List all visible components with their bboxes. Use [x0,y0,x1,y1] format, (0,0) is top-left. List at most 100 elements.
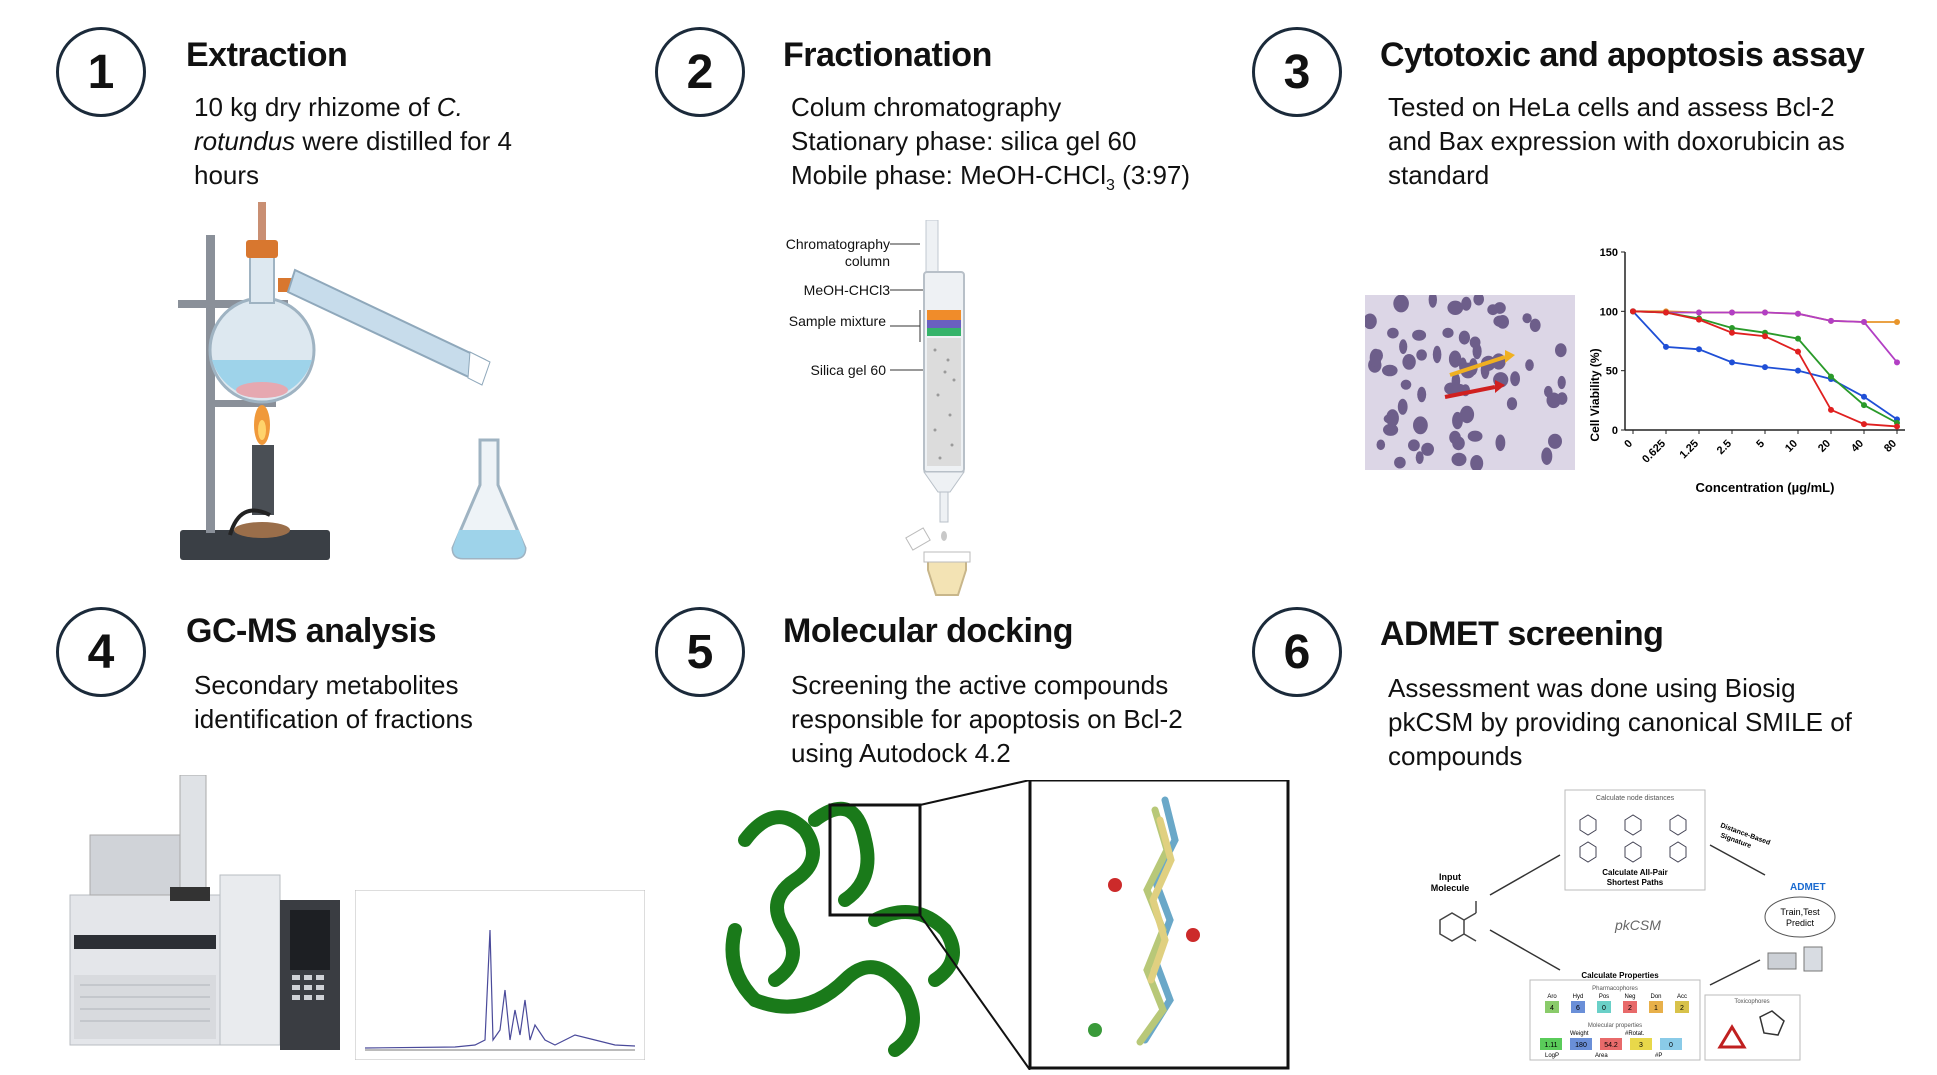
chart-ylabel: Cell Viability (%) [1588,348,1602,441]
step-desc-1: 10 kg dry rhizome of C. rotundus were di… [194,92,512,190]
cell-nucleus [1382,364,1398,377]
pharma-cell [1649,1001,1663,1013]
chart-x-tick-label: 80 [1882,438,1899,455]
chart-point [1861,319,1867,326]
step-title-2: Fractionation [783,36,992,74]
chart-point [1729,324,1735,331]
cell-nucleus [1448,350,1462,368]
label-meoh: MeOH-CHCl3 [803,282,890,298]
pharma-head: Don [1650,994,1661,1000]
cell-nucleus [1447,300,1464,315]
step-title-3: Cytotoxic and apoptosis assay [1380,36,1865,74]
cell-nucleus [1428,295,1437,308]
cell-nucleus [1412,329,1427,341]
step-desc-6: Assessment was done using Biosig pkCSM b… [1388,673,1852,771]
pkcsm-node-dist: Calculate node distances [1596,795,1675,802]
chart-xlabel: Concentration (µg/mL) [1696,480,1835,495]
cell-nucleus [1470,455,1484,470]
chart-y-tick-label: 150 [1600,247,1618,259]
step-number-3: 3 [1252,27,1342,117]
chart-point [1762,364,1768,371]
chart-y-tick-label: 50 [1606,366,1618,378]
cell-nucleus [1416,349,1427,361]
molecular-docking-illustration [725,780,1290,1070]
label-sample-mixture: Sample mixture [788,313,886,329]
cell-nucleus [1506,397,1518,411]
step-number-4: 4 [56,607,146,697]
chart-x-tick-label: 5 [1754,438,1767,451]
chart-point [1630,308,1636,315]
cell-viability-chart: Cell Viability (%) Concentration (µg/mL)… [1588,247,1905,495]
cell-nucleus [1541,447,1553,465]
chart-point [1828,373,1834,380]
pkcsm-toxico-title: Toxicophores [1734,999,1769,1005]
cell-nucleus [1555,343,1567,358]
pharma-head: Hyd [1573,994,1584,1000]
pkcsm-workflow-diagram: Input Molecule Calculate node distances … [1431,789,1836,1061]
hela-cells-micrograph [1365,295,1575,470]
pharma-value: 2 [1680,1005,1684,1012]
pkcsm-train-2: Predict [1786,918,1815,928]
cell-nucleus [1461,296,1472,311]
step-number-6: 6 [1252,607,1342,697]
cell-nucleus [1548,433,1562,449]
cell-nucleus [1451,452,1467,467]
pharma-cell [1545,1001,1559,1013]
mol-prop-value: 54.2 [1604,1042,1618,1049]
pkcsm-logo: pkCSM [1614,917,1661,933]
mol-prop-value: 1.11 [1544,1042,1557,1049]
pharma-value: 0 [1602,1005,1606,1012]
chart-x-tick-label: 0.625 [1640,438,1668,466]
pharma-cell [1597,1001,1611,1013]
cell-nucleus [1493,315,1507,327]
cell-nucleus [1487,304,1499,316]
chart-point [1729,359,1735,366]
step-desc-4: Secondary metabolites identification of … [194,670,473,734]
cell-nucleus [1387,327,1399,339]
chart-x-tick-label: 0 [1622,438,1635,451]
chart-x-tick-label: 10 [1783,438,1800,455]
cell-nucleus [1473,295,1484,306]
cell-nucleus [1556,392,1568,405]
cell-nucleus [1510,371,1520,387]
chart-point [1795,335,1801,342]
chart-x-tick-label: 20 [1816,438,1833,455]
cell-nucleus [1525,359,1534,371]
step-title-5: Molecular docking [783,612,1074,650]
cell-nucleus [1397,398,1408,415]
cell-nucleus [1442,327,1454,338]
chart-point [1729,309,1735,316]
pharma-value: 4 [1550,1005,1554,1012]
pharma-cell [1623,1001,1637,1013]
pkcsm-mol-head-2: #Rotat. [1625,1031,1645,1037]
chart-y-tick-label: 0 [1612,425,1618,437]
mol-prop-cell [1570,1038,1592,1050]
chart-point [1894,319,1900,326]
cell-nucleus [1421,442,1434,456]
cell-nucleus [1458,330,1470,345]
input-molecule-structure [1439,901,1477,942]
cell-nucleus [1399,339,1408,355]
cell-nucleus [1529,318,1541,332]
cell-nucleus [1495,434,1506,452]
cell-nucleus [1376,439,1386,451]
cell-nucleus [1415,451,1424,464]
cell-nucleus [1452,436,1465,451]
step-title-6: ADMET screening [1380,615,1664,653]
chart-point [1762,333,1768,340]
step-number-1: 1 [56,27,146,117]
chart-point [1828,406,1834,413]
pkcsm-mol-foot-2: Area [1595,1053,1608,1059]
pkcsm-mol-foot-3: #P [1655,1053,1662,1059]
step-desc-5: Screening the active compounds responsib… [791,670,1183,768]
pkcsm-input-label-2: Molecule [1431,883,1470,893]
mol-prop-cell [1600,1038,1622,1050]
pharma-value: 2 [1628,1005,1632,1012]
cell-nucleus [1459,405,1475,424]
pharma-head: Acc [1677,994,1687,1000]
step-title-1: Extraction [186,36,348,74]
chart-point [1696,309,1702,316]
cell-nucleus [1432,345,1442,364]
chart-point [1762,309,1768,316]
chart-point [1795,348,1801,355]
